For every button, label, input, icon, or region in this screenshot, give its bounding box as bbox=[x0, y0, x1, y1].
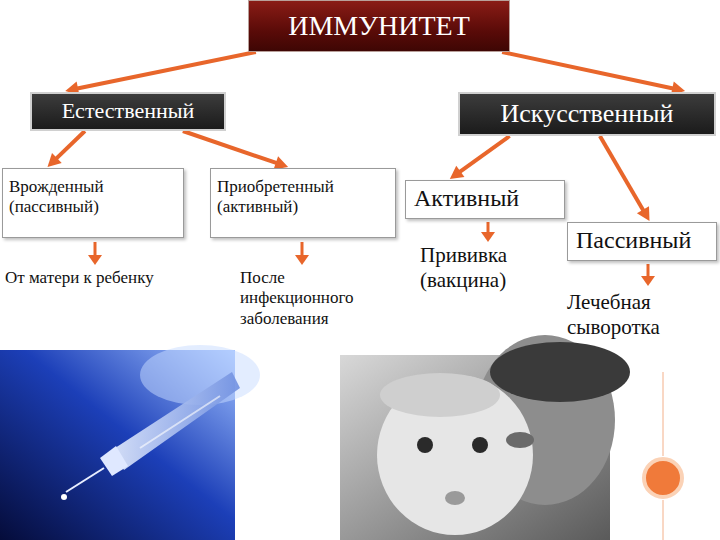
arrowhead bbox=[48, 153, 62, 167]
node-text: Пассивный bbox=[576, 226, 708, 255]
connector-line bbox=[183, 131, 278, 163]
example-note: Лечебная сыворотка bbox=[567, 290, 712, 340]
example-note: После инфекционного заболевания bbox=[240, 268, 390, 329]
category-box: Искусственный bbox=[458, 92, 716, 136]
example-note: Прививка (вакцина) bbox=[420, 243, 552, 293]
arrowhead bbox=[637, 206, 650, 221]
type-box: Пассивный bbox=[567, 222, 717, 261]
connector-line bbox=[459, 136, 510, 173]
connector-line bbox=[600, 136, 644, 211]
connector-arrow bbox=[183, 131, 288, 169]
connector-arrow bbox=[502, 52, 685, 95]
root-box: ИММУНИТЕТ bbox=[248, 0, 510, 52]
node-text: Приобретенный (активный) bbox=[217, 177, 389, 218]
node-text: ИММУНИТЕТ bbox=[288, 9, 470, 43]
connector-arrow bbox=[450, 136, 510, 179]
node-text: Естественный bbox=[62, 98, 195, 124]
node-text: Активный bbox=[414, 184, 556, 213]
node-text: Искусственный bbox=[501, 98, 674, 129]
type-box: Врожденный (пассивный) bbox=[2, 168, 184, 238]
arrowhead bbox=[450, 166, 465, 179]
example-note: От матери к ребенку bbox=[5, 268, 220, 288]
connector-arrow bbox=[48, 131, 85, 167]
type-box: Активный bbox=[405, 180, 565, 219]
type-box: Приобретенный (активный) bbox=[210, 168, 396, 238]
mother-baby-photo bbox=[340, 335, 630, 540]
connector-arrow bbox=[65, 52, 256, 95]
connector-line bbox=[55, 131, 84, 159]
connector-arrow bbox=[600, 136, 650, 221]
connector-line bbox=[76, 52, 256, 89]
syringe-photo bbox=[0, 345, 260, 540]
category-box: Естественный bbox=[30, 92, 226, 131]
connector-line bbox=[502, 52, 674, 89]
decoration bbox=[644, 372, 682, 540]
node-text: Врожденный (пассивный) bbox=[9, 177, 177, 218]
